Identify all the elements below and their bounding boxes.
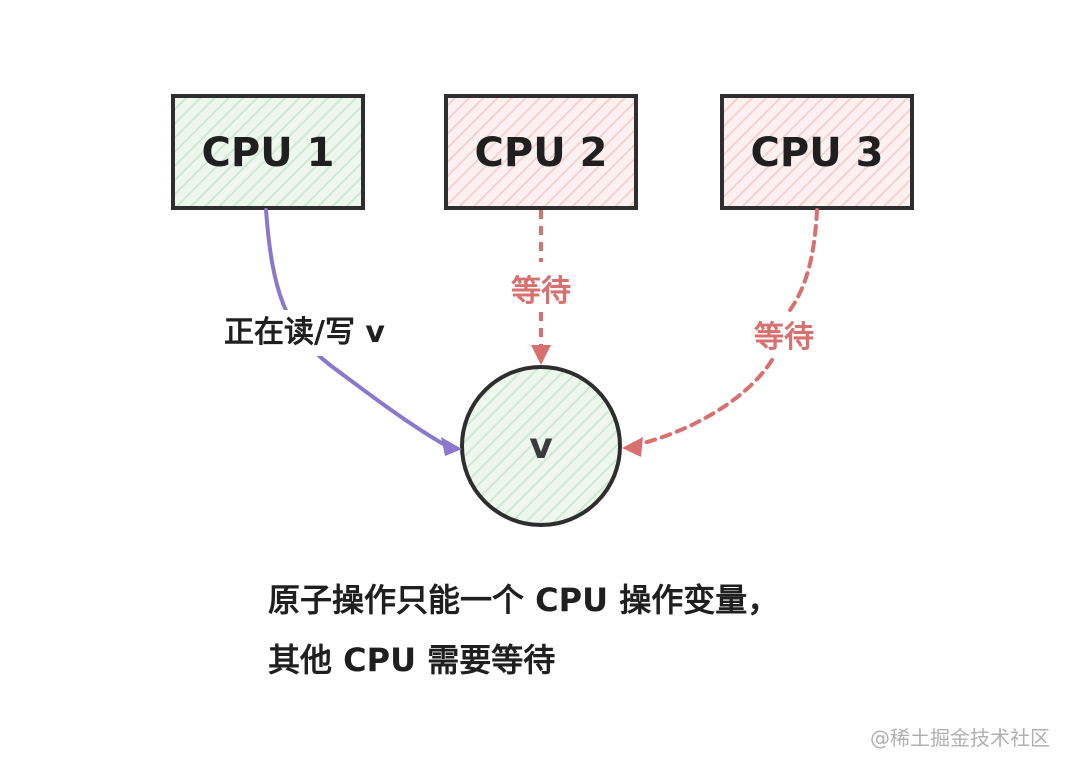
cpu3-box: CPU 3 xyxy=(720,94,914,210)
cpu3-label: CPU 3 xyxy=(751,130,884,176)
edge-label-cpu3: 等待 xyxy=(754,320,814,355)
arrowhead-cpu3 xyxy=(622,437,643,457)
cpu1-box: CPU 1 xyxy=(171,94,365,210)
caption-line-2: 其他 CPU 需要等待 xyxy=(268,641,556,679)
cpu2-label: CPU 2 xyxy=(475,130,608,176)
arrowhead-cpu1 xyxy=(441,437,462,456)
edge-cpu2-to-v: 等待 xyxy=(511,210,571,365)
cpu2-box: CPU 2 xyxy=(444,94,638,210)
arrowhead-cpu2 xyxy=(531,345,551,365)
edge-cpu3-to-v: 等待 xyxy=(622,208,819,457)
cpu1-label: CPU 1 xyxy=(202,130,335,176)
edge-label-cpu2: 等待 xyxy=(511,274,571,309)
variable-label: v xyxy=(529,426,552,467)
edge-label-cpu1: 正在读/写 v xyxy=(224,315,385,350)
caption-line-1: 原子操作只能一个 CPU 操作变量， xyxy=(268,581,780,619)
watermark: @稀土掘金技术社区 xyxy=(870,726,1050,750)
edge-cpu1-to-v: 正在读/写 v xyxy=(218,208,462,456)
variable-node: v xyxy=(460,365,622,527)
